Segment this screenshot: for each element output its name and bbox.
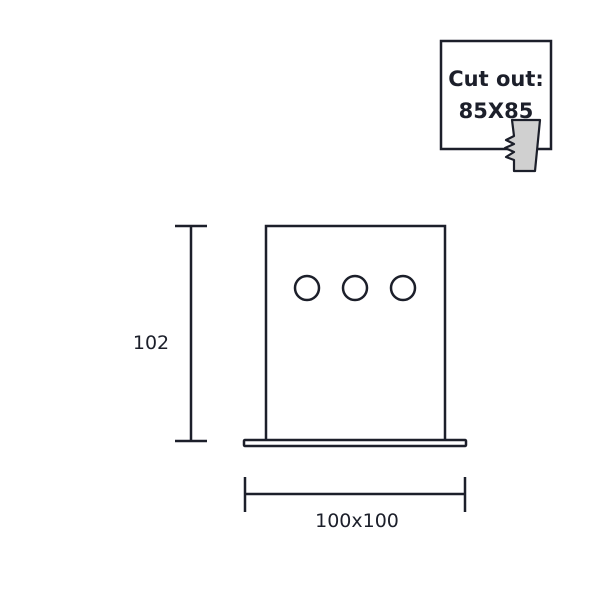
fixture-housing xyxy=(264,224,447,441)
led-dot xyxy=(341,274,369,302)
width-dimension-label: 100x100 xyxy=(315,510,399,532)
led-dot xyxy=(293,274,321,302)
fixture-flange xyxy=(242,438,468,448)
saw-icon xyxy=(503,118,542,173)
cutout-badge: Cut out: 85X85 xyxy=(439,39,553,173)
height-dimension: 102 xyxy=(133,224,207,443)
width-dimension: 100x100 xyxy=(243,477,467,532)
led-dot xyxy=(389,274,417,302)
cutout-label: Cut out: xyxy=(448,67,544,91)
cutout-frame xyxy=(439,39,553,151)
fixture-body xyxy=(242,224,468,448)
height-dimension-label: 102 xyxy=(133,332,169,354)
